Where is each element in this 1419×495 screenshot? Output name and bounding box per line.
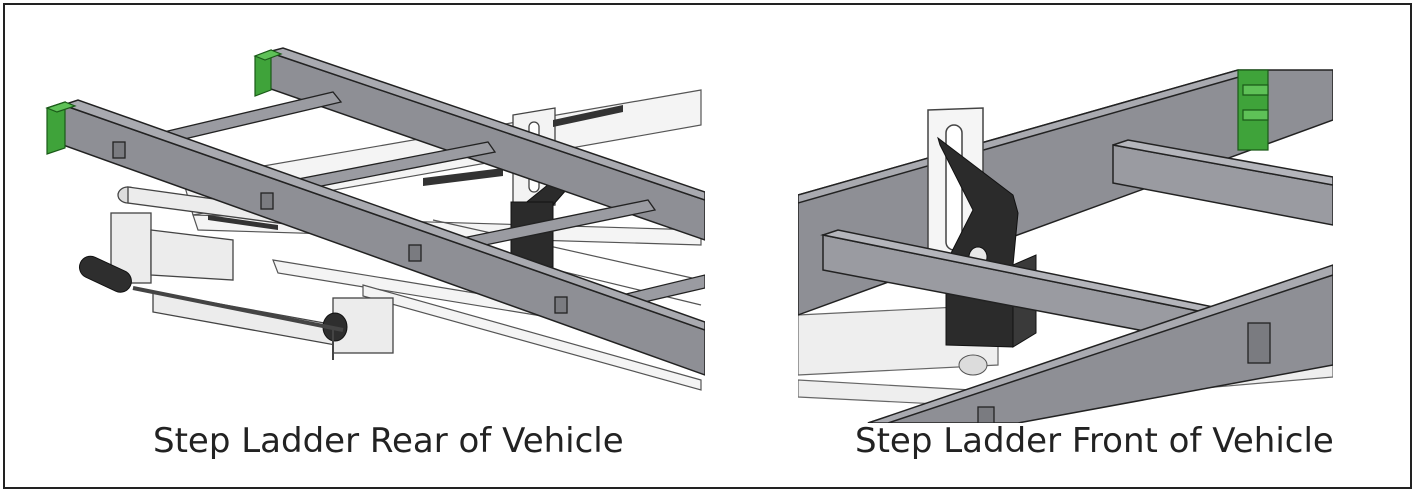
rail-holes-front [977,322,1271,423]
figure-frame: Step Ladder Rear of Vehicle Step Ladder … [3,3,1412,489]
rack-strips [208,105,623,230]
end-cap-front [45,101,77,155]
ladder-rear-illustration [33,30,705,410]
ladder-rung-right [1112,139,1333,226]
caption-rear: Step Ladder Rear of Vehicle [153,421,624,461]
ladder-front-illustration [798,65,1333,423]
ladder-rungs [149,91,705,313]
rack-clamp [110,186,394,354]
caption-front: Step Ladder Front of Vehicle [855,421,1334,461]
bolt-head [958,354,988,376]
end-cap-back [253,49,283,97]
end-cap-front-right [1237,69,1269,151]
rail-holes [112,141,568,314]
ladder-front-rail-front [867,264,1333,423]
